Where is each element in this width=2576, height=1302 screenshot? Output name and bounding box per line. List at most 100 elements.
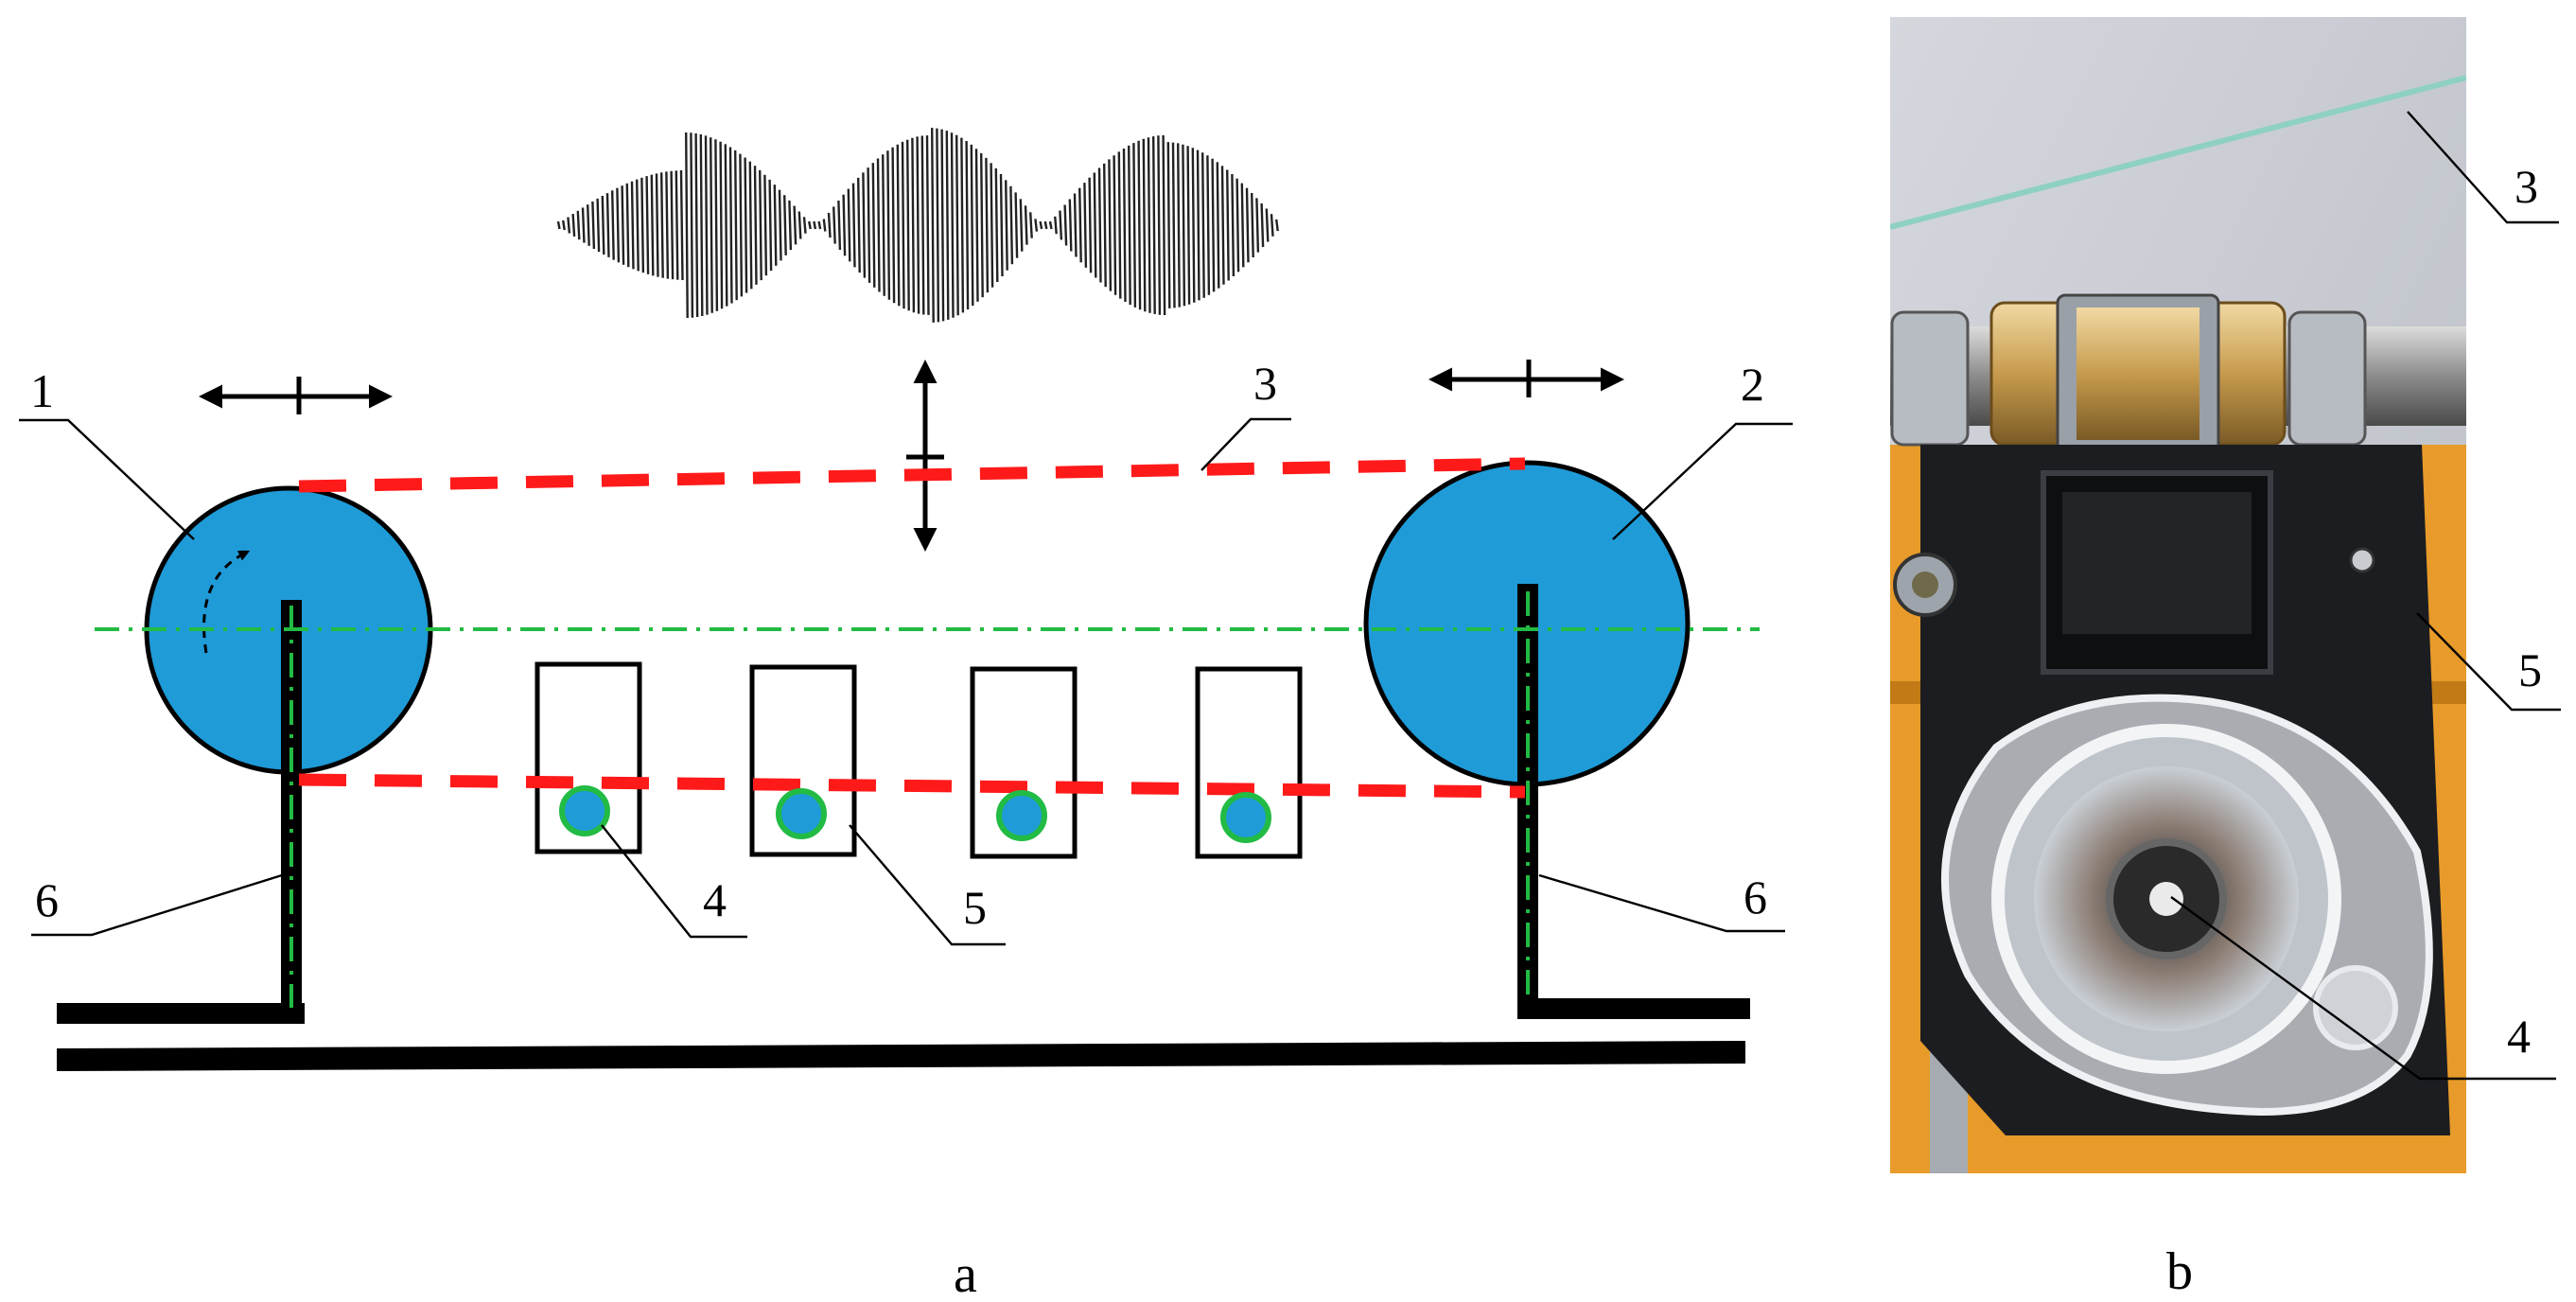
waveform-stroke (974, 149, 979, 302)
waveform-stroke (1113, 155, 1117, 295)
sensor-3 (996, 790, 1047, 841)
waveform-stroke (965, 140, 970, 310)
waveform-stroke (896, 144, 901, 307)
yarn-upper (298, 457, 1526, 493)
waveform-stroke (1245, 187, 1250, 263)
waveform-stroke (1151, 136, 1156, 314)
waveform-stroke (901, 141, 905, 309)
photo-yarn (1890, 75, 2466, 230)
waveform-stroke (625, 183, 630, 268)
leader-5 (849, 824, 1006, 946)
guide-slot-2 (749, 664, 857, 857)
waveform-stroke (704, 135, 709, 315)
waveform-stroke (1275, 219, 1279, 232)
waveform-stroke (1103, 163, 1107, 288)
label-5: 5 (963, 881, 987, 934)
waveform-stroke (1088, 177, 1093, 273)
label-b-5: 5 (2518, 643, 2542, 696)
waveform-stroke (1201, 152, 1205, 298)
signal-waveform (556, 128, 1279, 323)
waveform-stroke (645, 176, 650, 274)
waveform-stroke (1122, 148, 1127, 303)
waveform-stroke (1127, 145, 1131, 306)
waveform-stroke (679, 169, 684, 281)
waveform-stroke (1196, 150, 1200, 301)
base-plate (57, 1041, 1745, 1071)
leader-b-4 (2170, 896, 2556, 1081)
leader-b-3 (2407, 111, 2559, 224)
rotation-arrow (202, 550, 251, 654)
waveform-stroke (630, 181, 635, 270)
waveform-stroke (1171, 142, 1176, 308)
caption-b: b (2166, 1242, 2193, 1301)
waveform-stroke (1176, 143, 1181, 308)
leader-6-right (1538, 873, 1785, 933)
reel-2-horizontal-arrow (1428, 360, 1624, 397)
waveform-stroke (802, 217, 807, 234)
waveform-stroke (1093, 172, 1097, 278)
leader-3 (1200, 417, 1291, 471)
waveform-stroke (1024, 205, 1028, 245)
waveform-stroke (1039, 220, 1043, 230)
waveform-stroke (616, 187, 621, 263)
waveform-stroke (1142, 138, 1147, 312)
waveform-stroke (955, 134, 959, 316)
label-4: 4 (703, 873, 727, 926)
waveform-stroke (699, 133, 704, 317)
waveform-stroke (576, 210, 581, 240)
waveform-stroke (1019, 199, 1024, 252)
waveform-stroke (980, 152, 984, 298)
waveform-stroke (1182, 144, 1186, 307)
waveform-stroke (813, 220, 817, 230)
waveform-stroke (581, 207, 586, 243)
caption-a: a (954, 1245, 977, 1302)
waveform-stroke (748, 161, 753, 290)
waveform-stroke (857, 177, 861, 273)
leader-b-5 (2416, 612, 2561, 712)
base-rail-left (57, 1003, 305, 1024)
waveform-stroke (1260, 202, 1265, 248)
waveform-stroke (1162, 134, 1166, 316)
waveform-stroke (1240, 183, 1245, 268)
waveform-stroke (1147, 137, 1151, 313)
waveform-stroke (605, 193, 610, 257)
waveform-stroke (970, 144, 974, 307)
waveform-stroke (759, 169, 762, 281)
waveform-stroke (1186, 146, 1191, 305)
waveform-stroke (1216, 162, 1220, 289)
label-3: 3 (1253, 357, 1277, 410)
leader-6-left (31, 873, 283, 937)
waveform-stroke (1265, 208, 1270, 242)
waveform-stroke (931, 128, 935, 323)
waveform-stroke (808, 220, 812, 230)
waveform-stroke (822, 219, 827, 232)
waveform-stroke (728, 147, 733, 304)
waveform-stroke (636, 179, 640, 272)
sensor-2 (776, 788, 827, 839)
waveform-stroke (596, 198, 601, 253)
waveform-stroke (788, 200, 793, 251)
leader-2 (1612, 422, 1793, 540)
waveform-stroke (1235, 178, 1240, 273)
waveform-stroke (1097, 167, 1102, 283)
waveform-stroke (1191, 148, 1196, 303)
waveform-stroke (1251, 192, 1254, 258)
label-6-left: 6 (35, 873, 59, 926)
waveform-stroke (1117, 151, 1122, 299)
leader-1 (19, 418, 195, 540)
waveform-stroke (797, 211, 802, 239)
waveform-stroke (871, 163, 876, 288)
waveform-stroke (1043, 220, 1048, 230)
waveform-stroke (886, 150, 891, 300)
waveform-stroke (990, 163, 994, 288)
reel-1-horizontal-arrow (199, 377, 393, 414)
waveform-stroke (842, 194, 847, 256)
waveform-stroke (714, 139, 719, 311)
waveform-stroke (1270, 214, 1274, 237)
label-2: 2 (1741, 358, 1764, 411)
waveform-stroke (562, 220, 566, 231)
waveform-stroke (1231, 173, 1235, 277)
waveform-stroke (882, 154, 885, 296)
waveform-stroke (1073, 193, 1078, 257)
label-6-right: 6 (1744, 871, 1767, 924)
